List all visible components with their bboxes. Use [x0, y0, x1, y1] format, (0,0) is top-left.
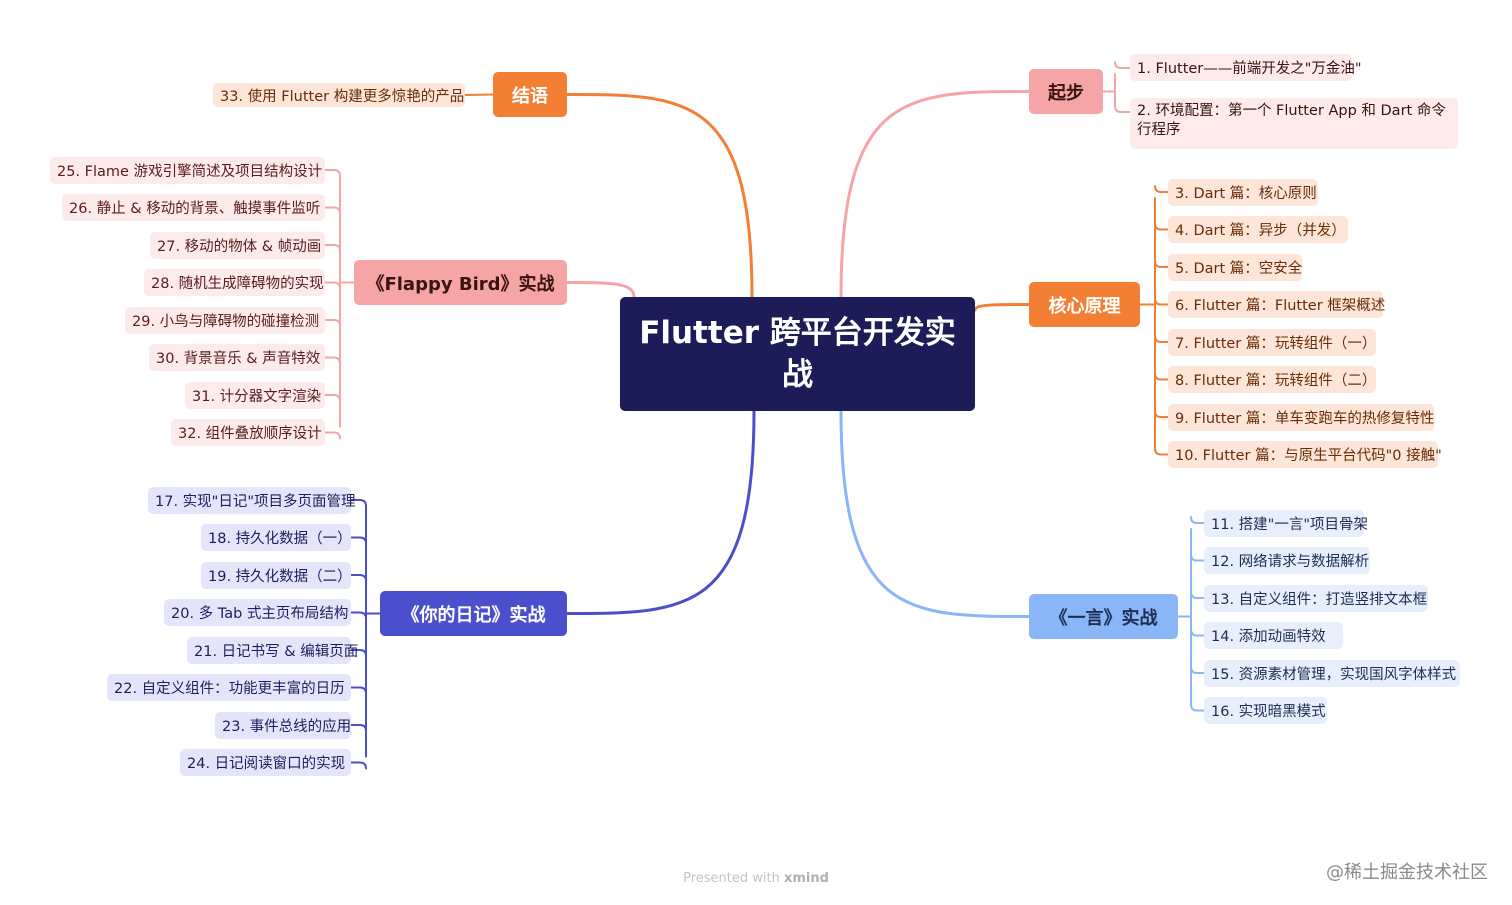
topic-diary-8[interactable]: 24. 日记阅读窗口的实现 [180, 749, 351, 776]
topic-diary-2[interactable]: 18. 持久化数据（一） [201, 524, 352, 551]
topic-hexin-5[interactable]: 7. Flutter 篇：玩转组件（一） [1168, 328, 1376, 356]
topic-diary-1[interactable]: 17. 实现"日记"项目多页面管理 [148, 486, 356, 514]
watermark: @稀土掘金技术社区 [1326, 862, 1488, 883]
branch-hexin[interactable]: 核心原理 [1029, 282, 1140, 327]
branch-qibu[interactable]: 起步 [1029, 69, 1103, 114]
topic-qibu-1[interactable]: 1. Flutter——前端开发之"万金油" [1130, 54, 1362, 81]
topic-flappy-2[interactable]: 26. 静止 & 移动的背景、触摸事件监听 [62, 194, 325, 221]
topic-yiyan-2[interactable]: 12. 网络请求与数据解析 [1204, 547, 1370, 574]
topic-hexin-7[interactable]: 9. Flutter 篇：单车变跑车的热修复特性 [1168, 403, 1434, 431]
topic-flappy-4[interactable]: 28. 随机生成障碍物的实现 [144, 269, 325, 296]
central-topic[interactable]: Flutter 跨平台开发实战 [620, 297, 975, 411]
topic-yiyan-1[interactable]: 11. 搭建"一言"项目骨架 [1204, 509, 1368, 537]
branch-yiyan[interactable]: 《一言》实战 [1029, 594, 1178, 639]
footer-prefix: Presented with [683, 871, 780, 886]
branch-diary[interactable]: 《你的日记》实战 [380, 591, 567, 636]
topic-flappy-1[interactable]: 25. Flame 游戏引擎简述及项目结构设计 [50, 156, 325, 184]
topic-flappy-3[interactable]: 27. 移动的物体 & 帧动画 [150, 231, 325, 259]
topic-hexin-3[interactable]: 5. Dart 篇：空安全 [1168, 253, 1302, 281]
topic-yiyan-6[interactable]: 16. 实现暗黑模式 [1204, 697, 1327, 724]
topic-qibu-2[interactable]: 2. 环境配置：第一个 Flutter App 和 Dart 命令行程序 [1130, 98, 1458, 149]
topic-flappy-8[interactable]: 32. 组件叠放顺序设计 [171, 419, 325, 446]
topic-hexin-8[interactable]: 10. Flutter 篇：与原生平台代码"0 接触" [1168, 441, 1442, 468]
topic-yiyan-4[interactable]: 14. 添加动画特效 [1204, 622, 1343, 649]
topic-flappy-7[interactable]: 31. 计分器文字渲染 [185, 381, 325, 409]
topic-yiyan-3[interactable]: 13. 自定义组件：打造竖排文本框 [1204, 584, 1428, 612]
topic-jieyu-1[interactable]: 33. 使用 Flutter 构建更多惊艳的产品 [213, 83, 465, 107]
topic-hexin-1[interactable]: 3. Dart 篇：核心原则 [1168, 178, 1318, 206]
footer: Presented with xmind [0, 871, 1512, 886]
topic-diary-6[interactable]: 22. 自定义组件：功能更丰富的日历 [107, 674, 351, 701]
branch-jieyu[interactable]: 结语 [493, 72, 567, 117]
topic-hexin-4[interactable]: 6. Flutter 篇：Flutter 框架概述 [1168, 291, 1385, 318]
topic-diary-3[interactable]: 19. 持久化数据（二） [201, 561, 352, 589]
footer-brand: xmind [783, 871, 829, 886]
topic-diary-7[interactable]: 23. 事件总线的应用 [215, 711, 351, 739]
topic-diary-5[interactable]: 21. 日记书写 & 编辑页面 [187, 636, 358, 664]
branch-flappy[interactable]: 《Flappy Bird》实战 [354, 260, 567, 305]
topic-flappy-5[interactable]: 29. 小鸟与障碍物的碰撞检测 [125, 306, 325, 334]
topic-hexin-2[interactable]: 4. Dart 篇：异步（并发） [1168, 216, 1348, 243]
topic-flappy-6[interactable]: 30. 背景音乐 & 声音特效 [149, 344, 325, 371]
topic-yiyan-5[interactable]: 15. 资源素材管理，实现国风字体样式 [1204, 659, 1460, 687]
topic-hexin-6[interactable]: 8. Flutter 篇：玩转组件（二） [1168, 366, 1376, 393]
topic-diary-4[interactable]: 20. 多 Tab 式主页布局结构 [164, 599, 351, 626]
